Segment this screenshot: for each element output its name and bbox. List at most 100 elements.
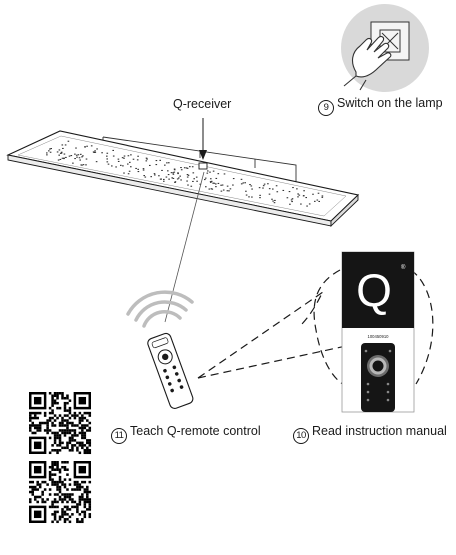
qr-module: [68, 515, 72, 519]
qr-module: [88, 439, 92, 442]
qr-module: [63, 505, 67, 509]
qr-module: [31, 480, 35, 484]
led-dot: [210, 181, 212, 183]
qr-module: [81, 424, 84, 427]
led-dot: [282, 189, 285, 191]
qr-module: [48, 436, 52, 440]
qr-module: [68, 406, 72, 410]
qr-module: [86, 439, 89, 442]
qr-module: [61, 446, 64, 450]
qr-module: [48, 392, 52, 395]
qr-module: [63, 409, 67, 412]
qr-module: [86, 495, 89, 499]
led-dot: [123, 157, 125, 159]
qr-module: [58, 495, 62, 499]
qr-module: [31, 431, 35, 435]
led-dot: [143, 175, 145, 177]
qr-module: [88, 441, 92, 445]
qr-module: [58, 434, 62, 437]
qr-module: [51, 424, 54, 427]
wall-switch-icon: [341, 4, 429, 92]
qr-module: [46, 483, 49, 486]
qr-module: [83, 431, 87, 435]
led-dot: [289, 203, 291, 205]
qr-module: [88, 451, 92, 455]
led-dot: [228, 190, 230, 192]
led-dot: [245, 190, 247, 192]
led-dot: [250, 185, 253, 187]
led-dot: [144, 176, 147, 178]
led-dot: [50, 148, 52, 150]
qr-module: [43, 429, 47, 432]
qr-module: [48, 419, 52, 422]
qr-module: [46, 431, 49, 435]
led-dot: [96, 148, 98, 150]
qr-module: [33, 396, 42, 405]
qr-module: [68, 495, 72, 499]
qr-module: [81, 434, 84, 437]
qr-module: [81, 485, 84, 489]
led-dot: [150, 176, 152, 178]
led-dot: [120, 164, 122, 166]
led-dot: [193, 178, 195, 180]
qr-module: [66, 495, 69, 499]
qr-module: [81, 493, 84, 496]
qr-module: [66, 505, 69, 509]
led-dot: [290, 199, 293, 201]
qr-module: [86, 498, 89, 501]
qr-module: [88, 515, 92, 519]
qr-module: [46, 498, 49, 501]
led-dot: [85, 158, 88, 160]
qr-module: [38, 424, 42, 427]
qr-module: [58, 468, 62, 471]
led-dot: [155, 164, 158, 166]
led-dot: [286, 197, 289, 199]
led-dot: [137, 168, 139, 170]
qr-module: [71, 488, 74, 491]
led-dot: [251, 196, 253, 198]
qr-module: [31, 411, 35, 415]
led-dot: [186, 174, 189, 176]
qr-module: [56, 451, 59, 455]
led-dot: [276, 191, 279, 193]
qr-module: [53, 441, 57, 445]
qr-module: [53, 434, 57, 437]
qr-module: [56, 485, 59, 489]
qr-module: [86, 485, 89, 489]
qr-module: [36, 495, 39, 499]
led-dot: [321, 196, 324, 198]
qr-module: [56, 449, 59, 452]
led-dot: [49, 151, 52, 153]
led-dot: [262, 185, 265, 187]
qr-module: [61, 396, 64, 400]
qr-module: [66, 473, 69, 476]
qr-module: [66, 488, 69, 491]
led-dot: [90, 145, 93, 147]
qr-module: [63, 483, 67, 486]
led-dot: [149, 164, 151, 166]
led-dot: [298, 194, 301, 196]
led-dot: [122, 165, 124, 167]
qr-module: [51, 483, 54, 486]
qr-module: [63, 495, 67, 499]
qr-module: [58, 490, 62, 494]
led-dot: [226, 190, 229, 192]
led-dot: [168, 162, 170, 164]
qr-module: [66, 513, 69, 516]
qr-module: [53, 419, 57, 422]
led-dot: [59, 152, 62, 154]
led-dot: [204, 179, 206, 181]
led-dot: [127, 163, 129, 165]
qr-module: [76, 508, 79, 511]
qr-module: [51, 409, 54, 412]
led-dot: [145, 157, 148, 159]
qr-module: [61, 392, 64, 395]
qr-module: [58, 488, 62, 491]
qr-module: [43, 500, 47, 504]
led-dot: [191, 166, 194, 168]
manual-logo-mark: ®: [401, 264, 406, 271]
step-11-text: Teach Q-remote control: [130, 424, 261, 438]
qr-module: [81, 436, 84, 440]
qr-module: [51, 480, 54, 484]
